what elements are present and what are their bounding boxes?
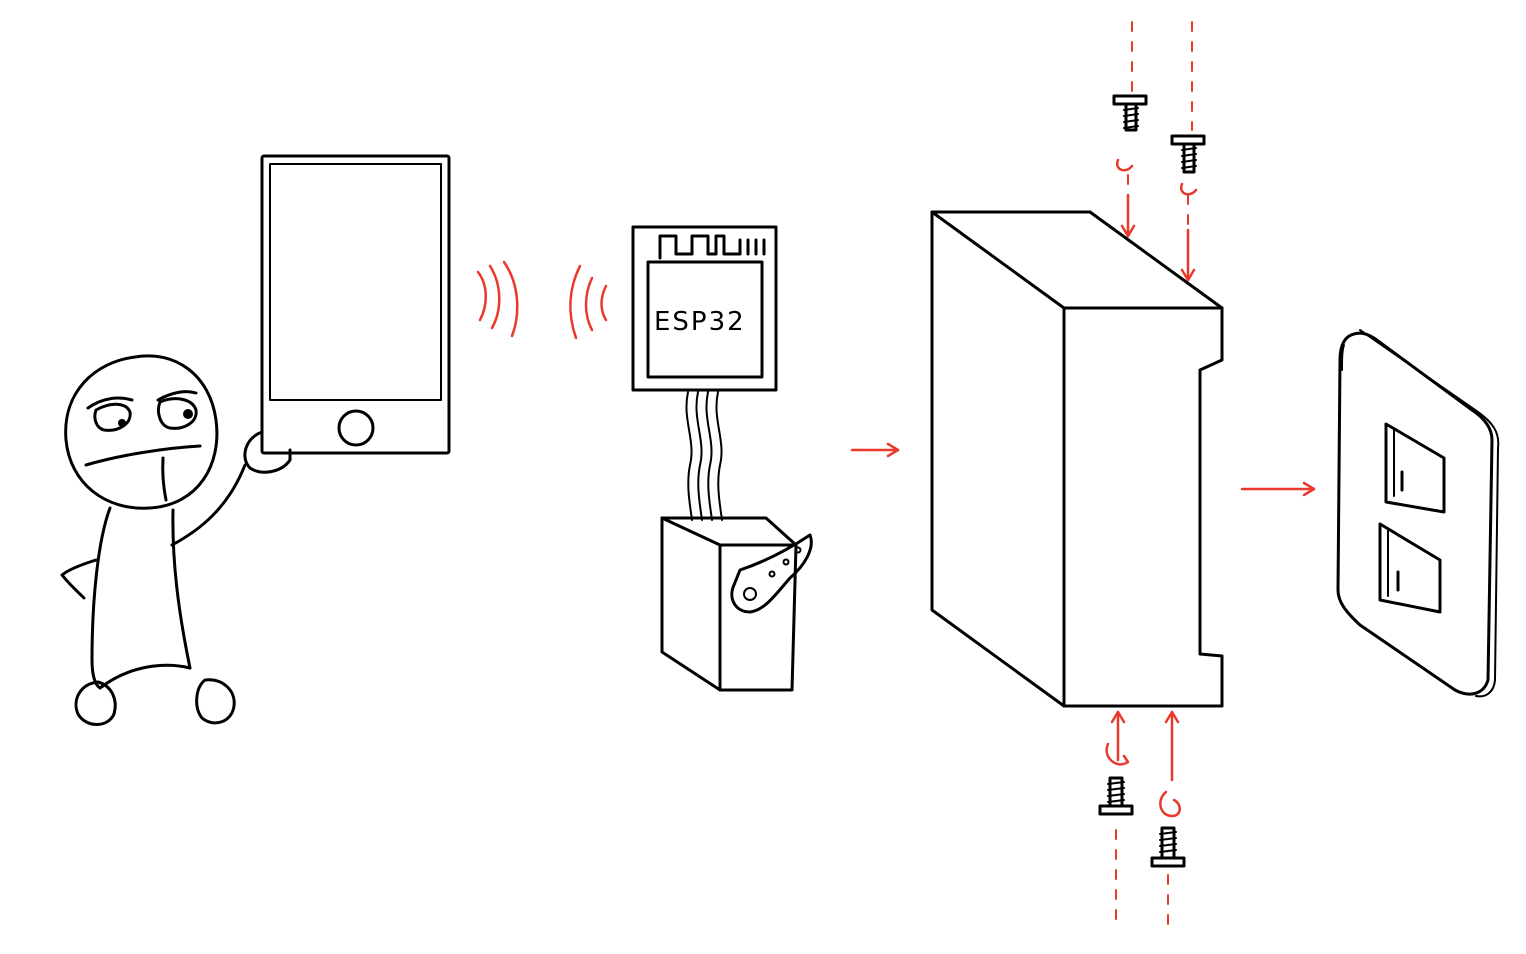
smartphone	[260, 154, 451, 455]
board-module	[646, 260, 764, 379]
servo-motor	[660, 516, 813, 692]
mounting-screws	[1098, 21, 1206, 931]
enclosure-box	[930, 210, 1224, 708]
screw-top-1	[1112, 94, 1148, 132]
enclosure-front	[1062, 306, 1224, 708]
person-head	[64, 354, 219, 510]
wall-light-switch	[1336, 329, 1500, 698]
arrow-to-switch	[1240, 481, 1316, 497]
person-left-foot	[74, 680, 117, 726]
person-body	[90, 506, 112, 690]
board-antenna	[658, 234, 766, 260]
person-left-arm	[60, 558, 98, 600]
switch-toggle-top	[1384, 422, 1446, 514]
chip-label: ESP32	[654, 307, 746, 337]
screw-bottom-2	[1150, 826, 1186, 868]
person-mouth	[84, 444, 202, 467]
servo-front	[660, 516, 722, 692]
person-left-eye	[93, 402, 132, 432]
person-right-foot	[195, 678, 236, 725]
screw-top-2	[1170, 134, 1206, 174]
person-left-brow	[86, 396, 134, 410]
switch-plate	[1336, 331, 1494, 696]
phone-home-button	[337, 409, 375, 447]
person-figure	[60, 354, 292, 726]
phone-body	[260, 154, 451, 455]
screw-bottom-1	[1098, 776, 1134, 816]
phone-screen	[269, 163, 442, 401]
person-right-arm	[170, 463, 247, 547]
board-pcb	[631, 225, 778, 392]
servo-side	[718, 543, 798, 692]
arrow-to-enclosure	[850, 442, 900, 458]
esp32-board: ESP32	[631, 225, 778, 521]
servo-horn	[730, 533, 813, 614]
wireless-signal	[476, 260, 608, 340]
person-right-brow	[156, 390, 198, 402]
servo-top	[660, 516, 798, 547]
person-hand	[243, 430, 292, 474]
board-wires	[685, 391, 693, 521]
switch-toggle-bottom	[1378, 522, 1442, 614]
person-right-eye	[156, 397, 198, 430]
enclosure-top	[930, 210, 1224, 310]
enclosure-left	[930, 210, 1066, 708]
